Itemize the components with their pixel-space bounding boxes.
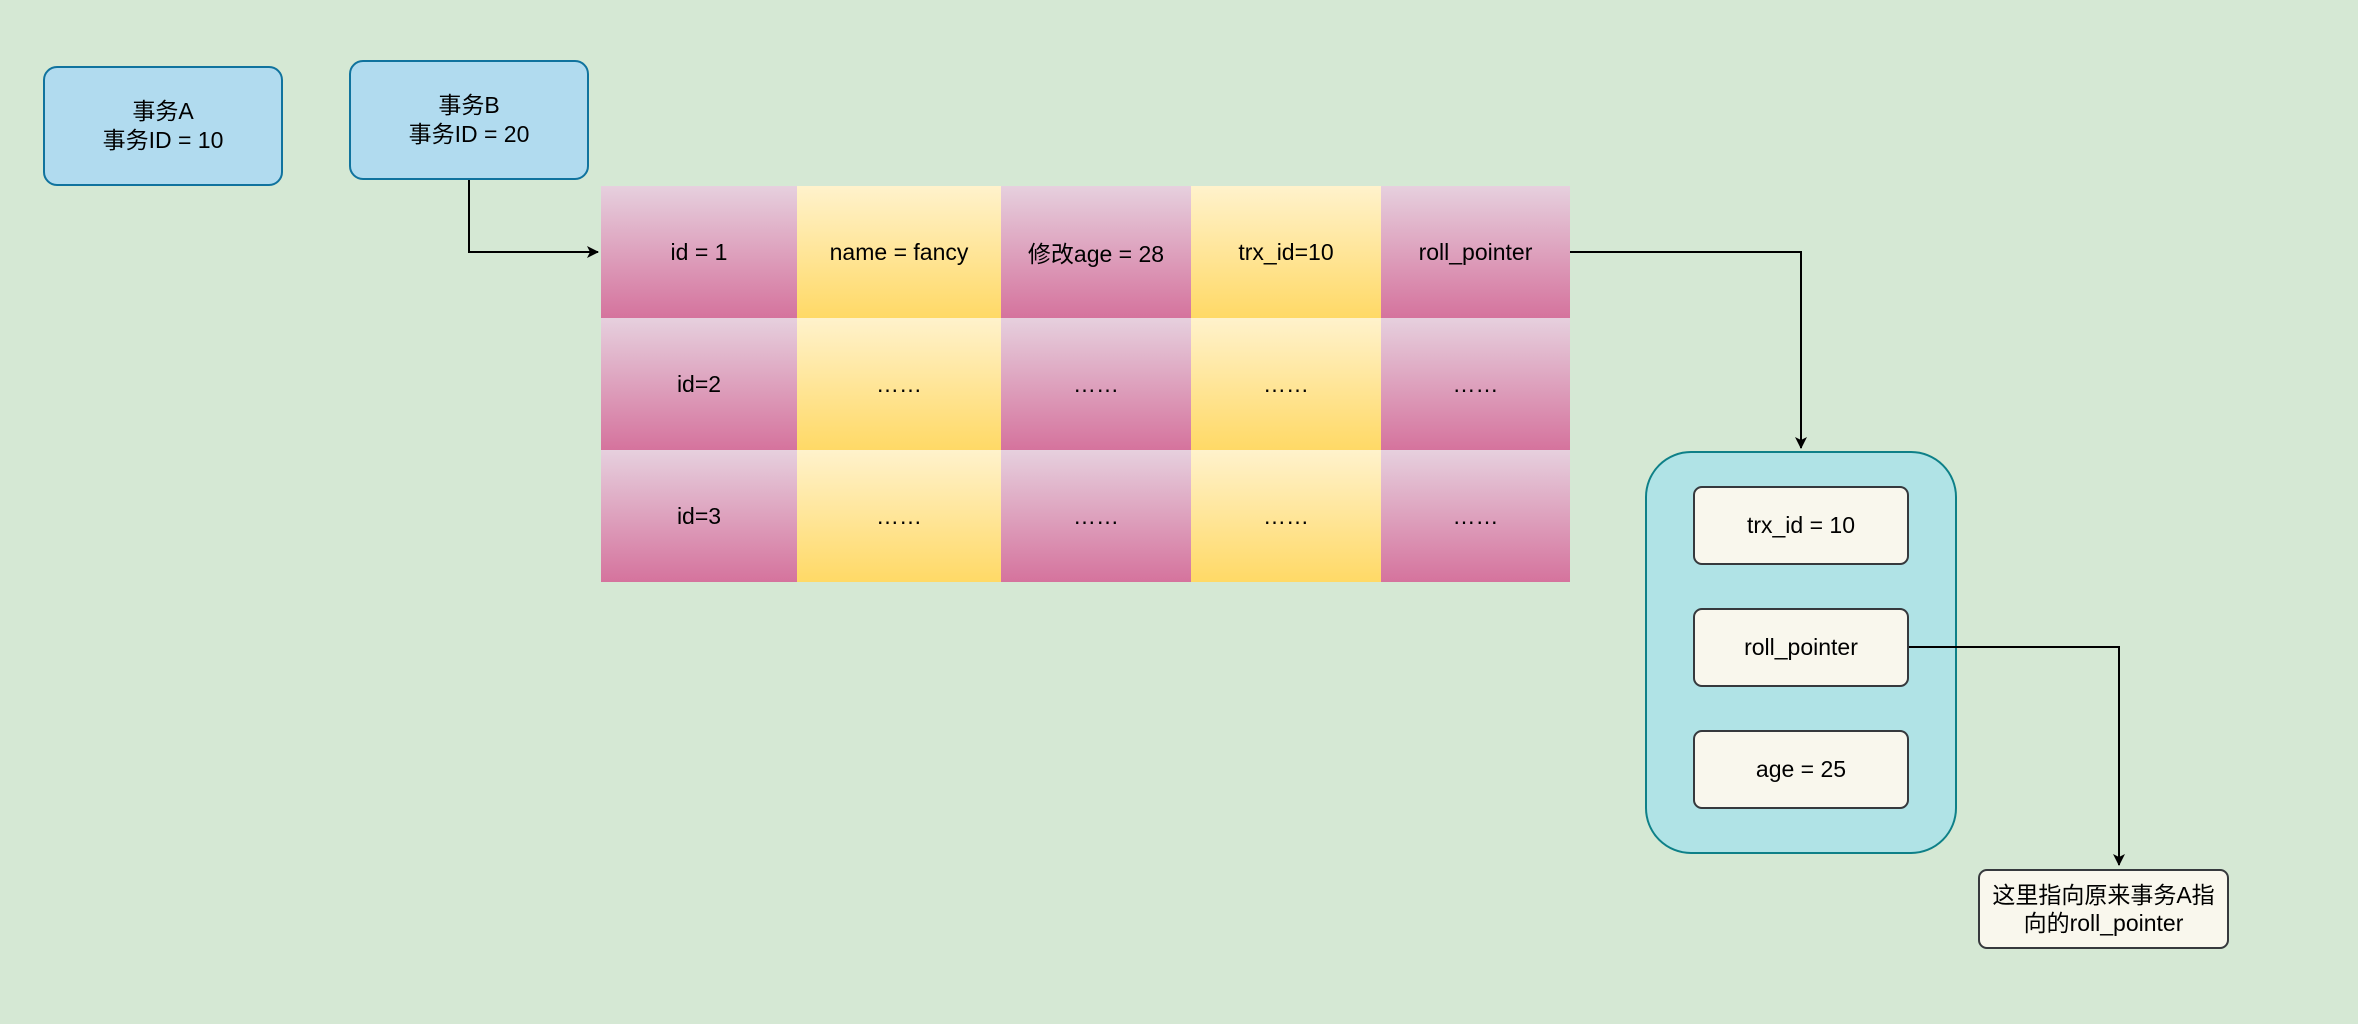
undo-field-trx-id: trx_id = 10 bbox=[1693, 486, 1909, 565]
cell-text: id = 1 bbox=[670, 238, 728, 265]
transaction-b-id: 事务ID = 20 bbox=[408, 121, 530, 147]
table-cell: …… bbox=[1001, 318, 1191, 450]
cell-text: …… bbox=[1452, 502, 1499, 529]
transaction-a-id: 事务ID = 10 bbox=[102, 127, 224, 153]
table-cell: …… bbox=[1191, 450, 1381, 582]
transaction-a-title: 事务A bbox=[132, 98, 194, 124]
cell-text: …… bbox=[876, 502, 922, 529]
undo-field-text: roll_pointer bbox=[1744, 634, 1858, 660]
table-cell: id = 1 bbox=[601, 186, 797, 318]
table-cell: roll_pointer bbox=[1381, 186, 1570, 318]
cell-text: id=2 bbox=[676, 370, 722, 397]
undo-field-age: age = 25 bbox=[1693, 730, 1909, 809]
undo-field-roll-pointer: roll_pointer bbox=[1693, 608, 1909, 687]
edge-transaction-b-to-row bbox=[468, 180, 599, 258]
table-cell: id=3 bbox=[601, 450, 797, 582]
table-cell: trx_id=10 bbox=[1191, 186, 1381, 318]
edge-row-to-undo-log bbox=[1570, 251, 1807, 449]
table-cell: …… bbox=[1001, 450, 1191, 582]
cell-text: …… bbox=[1452, 370, 1499, 397]
cell-text: …… bbox=[1263, 502, 1309, 529]
table-cell: …… bbox=[797, 450, 1001, 582]
cell-text: …… bbox=[1073, 370, 1119, 397]
cell-text: …… bbox=[1263, 370, 1309, 397]
edge-undo-roll-pointer-to-note bbox=[1909, 646, 2125, 866]
table-cell: name = fancy bbox=[797, 186, 1001, 318]
cell-text: roll_pointer bbox=[1418, 238, 1533, 265]
undo-field-text: trx_id = 10 bbox=[1746, 512, 1856, 538]
cell-text: 修改age = 28 bbox=[1027, 241, 1165, 267]
table-cell: …… bbox=[797, 318, 1001, 450]
cell-text: trx_id=10 bbox=[1238, 238, 1334, 265]
cell-text: id=3 bbox=[676, 502, 722, 529]
cell-text: name = fancy bbox=[829, 238, 969, 265]
cell-text: …… bbox=[876, 370, 922, 397]
transaction-b-box: 事务B 事务ID = 20 bbox=[349, 60, 589, 180]
table-cell: …… bbox=[1191, 318, 1381, 450]
transaction-a-box: 事务A 事务ID = 10 bbox=[43, 66, 283, 186]
note-line-1: 这里指向原来事务A指 bbox=[1992, 882, 2215, 908]
undo-field-text: age = 25 bbox=[1755, 756, 1847, 782]
table-cell: …… bbox=[1381, 318, 1570, 450]
note-line-2: 向的roll_pointer bbox=[2023, 910, 2184, 936]
table-cell: 修改age = 28 bbox=[1001, 186, 1191, 318]
note-box: 这里指向原来事务A指 向的roll_pointer bbox=[1978, 869, 2229, 949]
transaction-b-title: 事务B bbox=[438, 92, 500, 118]
table-cell: …… bbox=[1381, 450, 1570, 582]
table-cell: id=2 bbox=[601, 318, 797, 450]
cell-text: …… bbox=[1073, 502, 1119, 529]
